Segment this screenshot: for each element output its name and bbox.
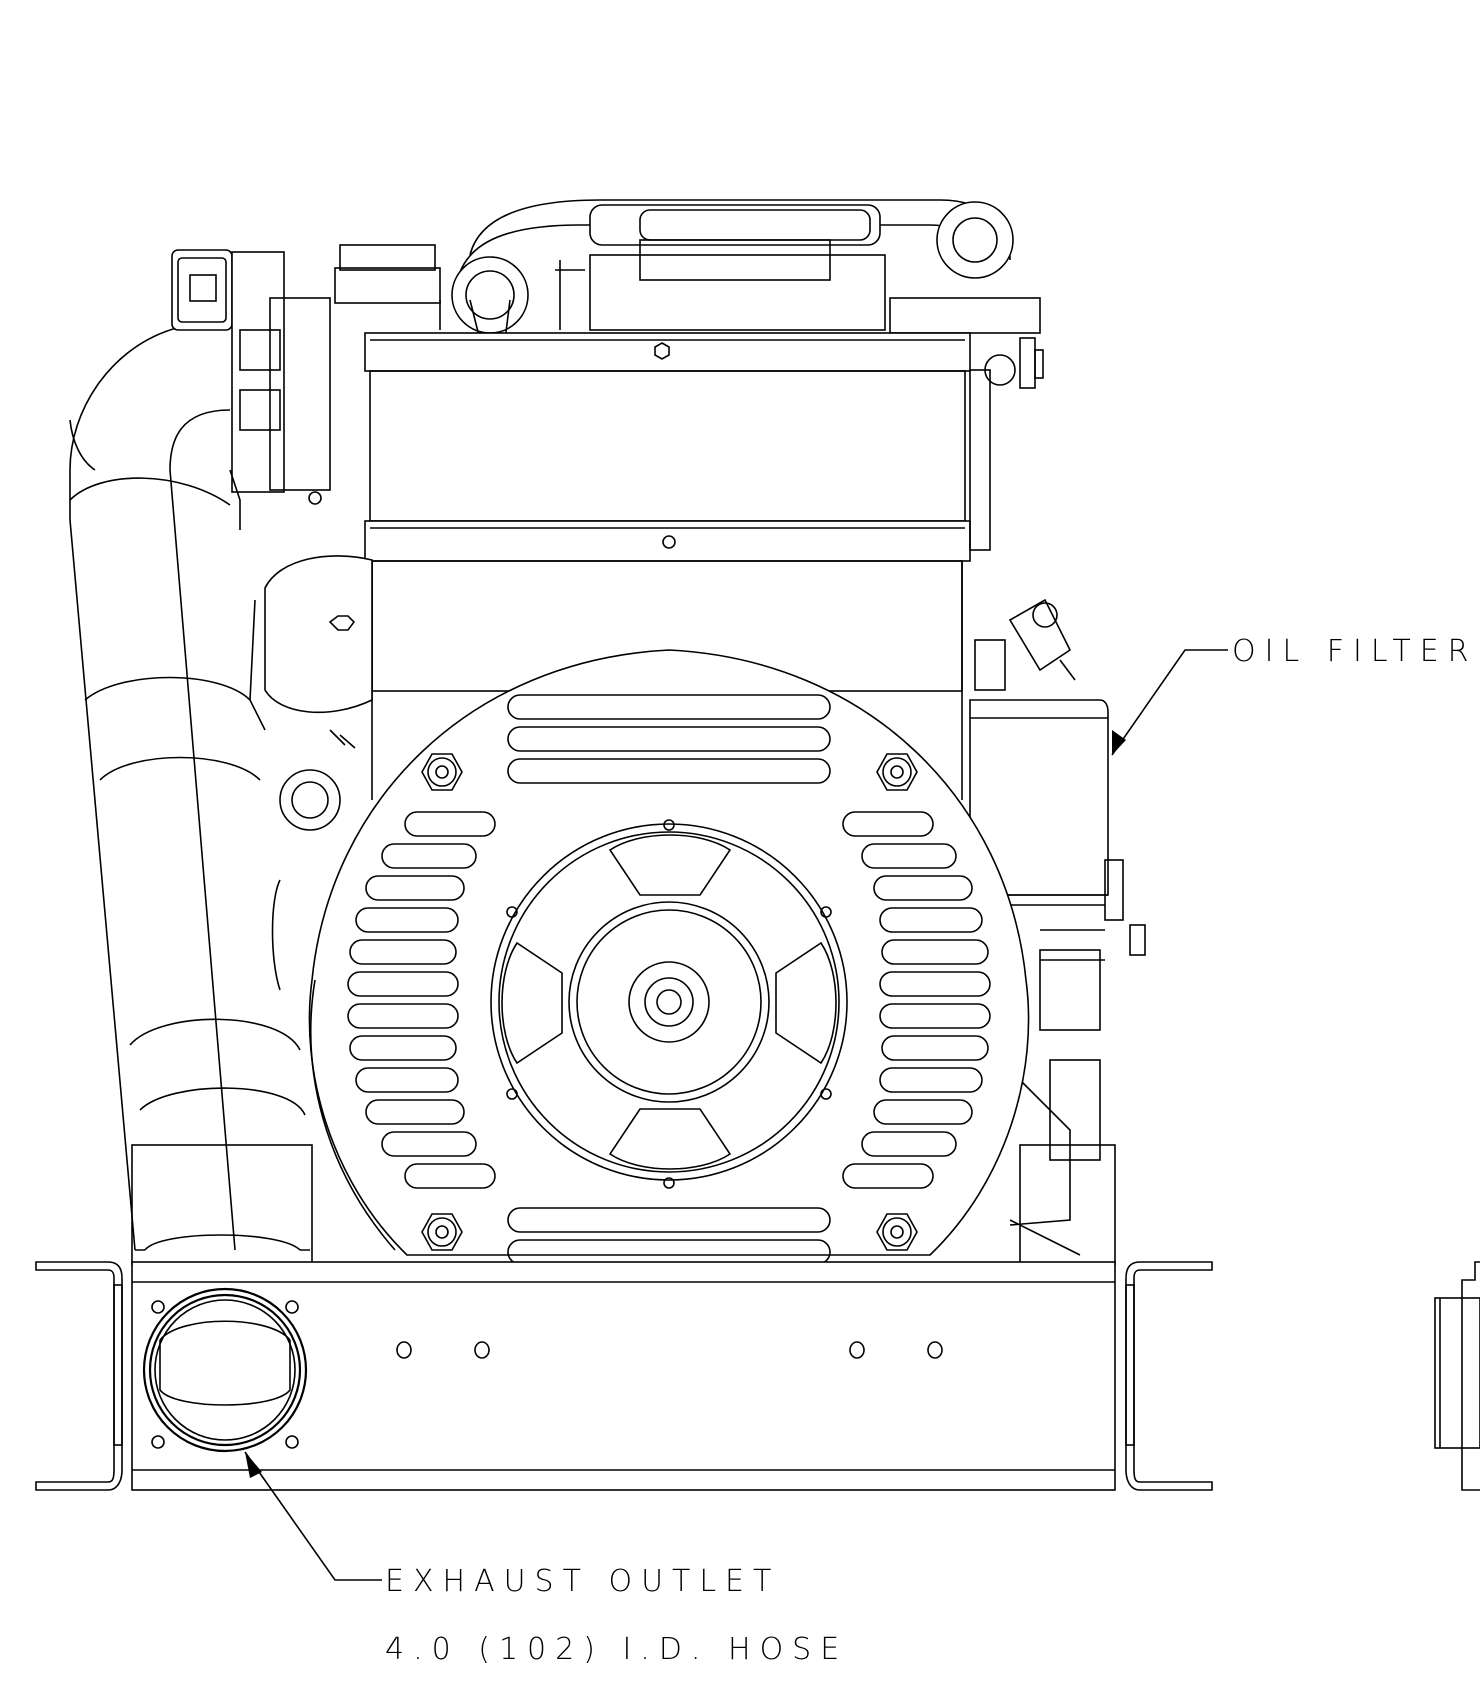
vent-slot-right <box>879 907 983 933</box>
intake-pipe <box>334 199 1044 389</box>
generator-housing <box>308 649 1030 1256</box>
vent-slot-right <box>879 1003 991 1029</box>
vent-slot-left <box>404 1163 496 1189</box>
oil-filter-label: OIL FILTER <box>1232 634 1478 669</box>
housing-bolts <box>421 753 918 1251</box>
vent-slot-right <box>873 875 973 901</box>
engine-block <box>364 332 991 800</box>
vent-slot-left <box>365 1099 465 1125</box>
exhaust-outlet-callout: EXHAUST OUTLET 4.0 (102) I.D. HOSE <box>244 1451 848 1667</box>
vent-slot-left <box>404 811 496 837</box>
upper-left-fittings <box>171 249 331 530</box>
vent-slot-right <box>842 811 934 837</box>
vent-slot-left <box>365 875 465 901</box>
vent-slot-right <box>842 1163 934 1189</box>
vent-slot-left <box>349 1035 457 1061</box>
vent-slot-right <box>879 1067 983 1093</box>
base-frame <box>35 1144 1480 1491</box>
vent-slot-left <box>347 971 459 997</box>
exhaust-hose-size-label: 4.0 (102) I.D. HOSE <box>385 1632 848 1667</box>
vent-slot-left <box>355 1067 459 1093</box>
vent-slot <box>507 726 831 752</box>
vent-slot <box>507 694 831 720</box>
vent-slot-left <box>381 843 477 869</box>
arrowhead-icon <box>245 1452 262 1478</box>
vent-slot <box>507 1207 831 1233</box>
vent-slot-left <box>347 1003 459 1029</box>
vent-slot-right <box>881 939 989 965</box>
vent-slot-left <box>349 939 457 965</box>
exhaust-pipe <box>69 321 310 1251</box>
left-side-components <box>249 555 373 991</box>
oil-filter <box>969 598 1146 1256</box>
arrowhead-icon <box>1112 730 1126 755</box>
vent-slot <box>507 758 831 784</box>
vent-slot-left <box>381 1131 477 1157</box>
exhaust-outlet-label: EXHAUST OUTLET <box>385 1564 780 1599</box>
oil-filter-callout: OIL FILTER <box>1111 634 1478 756</box>
vent-slot-left <box>355 907 459 933</box>
vent-slot-right <box>879 971 991 997</box>
vent-slot-right <box>881 1035 989 1061</box>
vent-slot-right <box>861 843 957 869</box>
vent-slot-right <box>861 1131 957 1157</box>
vent-slot-right <box>873 1099 973 1125</box>
